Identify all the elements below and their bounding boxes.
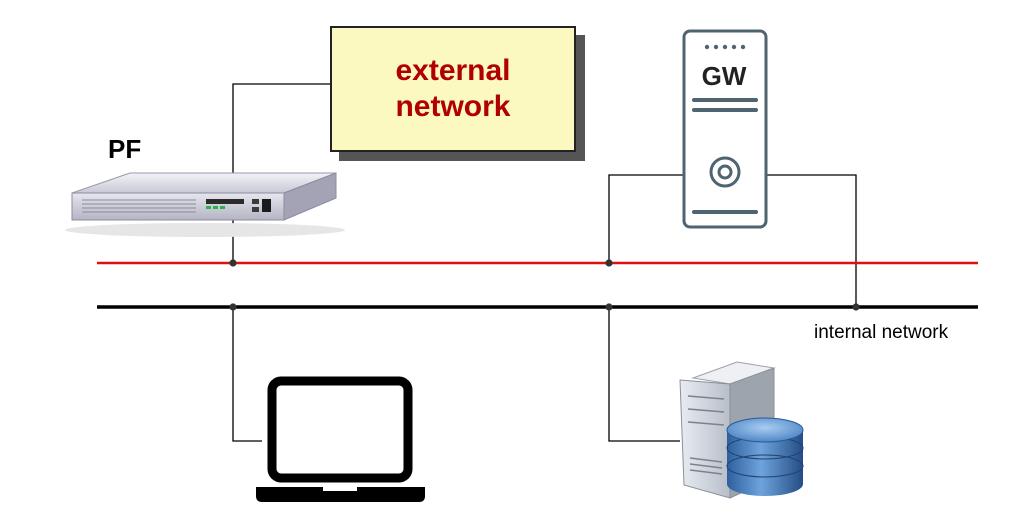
pf-label: PF	[108, 134, 142, 164]
external-network-box: external network	[330, 26, 576, 152]
server-link	[608, 307, 680, 442]
junction-gw-internal	[852, 303, 860, 311]
gw-label: GW	[701, 61, 747, 91]
junction-pf-red	[229, 259, 237, 267]
junction-laptop-internal	[229, 303, 237, 311]
laptop-icon	[256, 376, 425, 502]
external-network-label: external network	[395, 53, 510, 125]
junction-server-internal	[605, 303, 613, 311]
junction-dots	[229, 259, 860, 311]
gw-indicator-dots	[704, 44, 746, 50]
gw-left-link	[608, 174, 684, 264]
gateway-server-icon	[682, 29, 768, 229]
junction-gw-red	[605, 259, 613, 267]
database-server-icon	[679, 361, 804, 499]
firewall-appliance-icon	[65, 172, 345, 237]
external-network-line1: external	[395, 54, 511, 87]
laptop-link	[232, 307, 262, 442]
external-network-line2: network	[395, 90, 511, 123]
internal-network-label: internal network	[814, 322, 949, 343]
gw-right-link	[766, 174, 857, 307]
